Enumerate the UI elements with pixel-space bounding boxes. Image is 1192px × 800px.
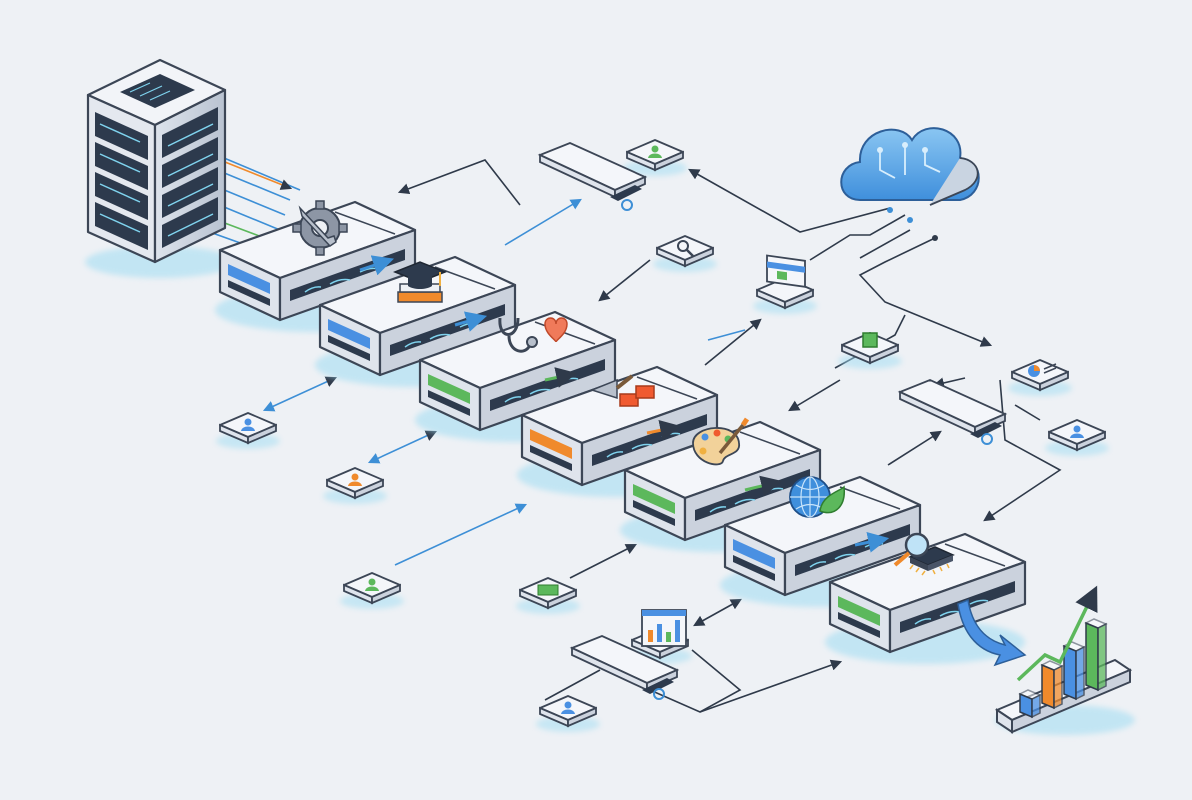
module-health	[415, 312, 615, 442]
server-rack-icon	[85, 58, 235, 278]
search-icon	[653, 688, 665, 700]
output-bar	[1040, 660, 1064, 710]
chip-magnifier-icon	[893, 532, 955, 576]
palette-brush-icon	[692, 417, 750, 466]
cloud-circuit-icon	[840, 127, 980, 241]
module-gear	[215, 200, 415, 332]
gear-wrench-icon	[292, 200, 348, 256]
output-bars	[1018, 618, 1108, 719]
graduation-cap-icon	[392, 261, 448, 303]
module-environment	[720, 477, 920, 607]
search-icon	[981, 433, 993, 445]
module-education	[315, 257, 515, 387]
module-art	[620, 417, 820, 552]
money-card-icon	[516, 577, 580, 614]
output-bar	[1018, 689, 1042, 719]
pipeline-modules	[215, 200, 1025, 664]
globe-leaf-icon	[789, 476, 845, 518]
search-card-icon	[653, 235, 717, 272]
user-card-icon	[1045, 419, 1109, 456]
user-card-icon	[536, 695, 600, 732]
user-card-icon	[323, 467, 387, 504]
trowel-bricks-icon	[589, 374, 655, 407]
wallet-card-icon	[838, 332, 902, 369]
module-research	[825, 532, 1025, 664]
pie-chart-card-icon	[1008, 359, 1072, 396]
search-icon	[621, 199, 633, 211]
search-bar-right	[897, 379, 1008, 445]
user-card-icon	[623, 139, 687, 176]
stethoscope-heart-icon	[498, 317, 568, 353]
growth-bar-chart-icon	[994, 585, 1135, 735]
output-arrow-icon	[957, 598, 1027, 667]
module-construction	[517, 367, 717, 497]
user-card-icon	[216, 412, 280, 449]
output-bar	[1084, 618, 1108, 692]
user-profile-card-icon	[340, 572, 404, 609]
output-bar	[1062, 641, 1086, 701]
id-cards-icon	[753, 254, 817, 314]
search-bar-top	[537, 142, 648, 211]
search-bar-bottom	[569, 635, 680, 700]
